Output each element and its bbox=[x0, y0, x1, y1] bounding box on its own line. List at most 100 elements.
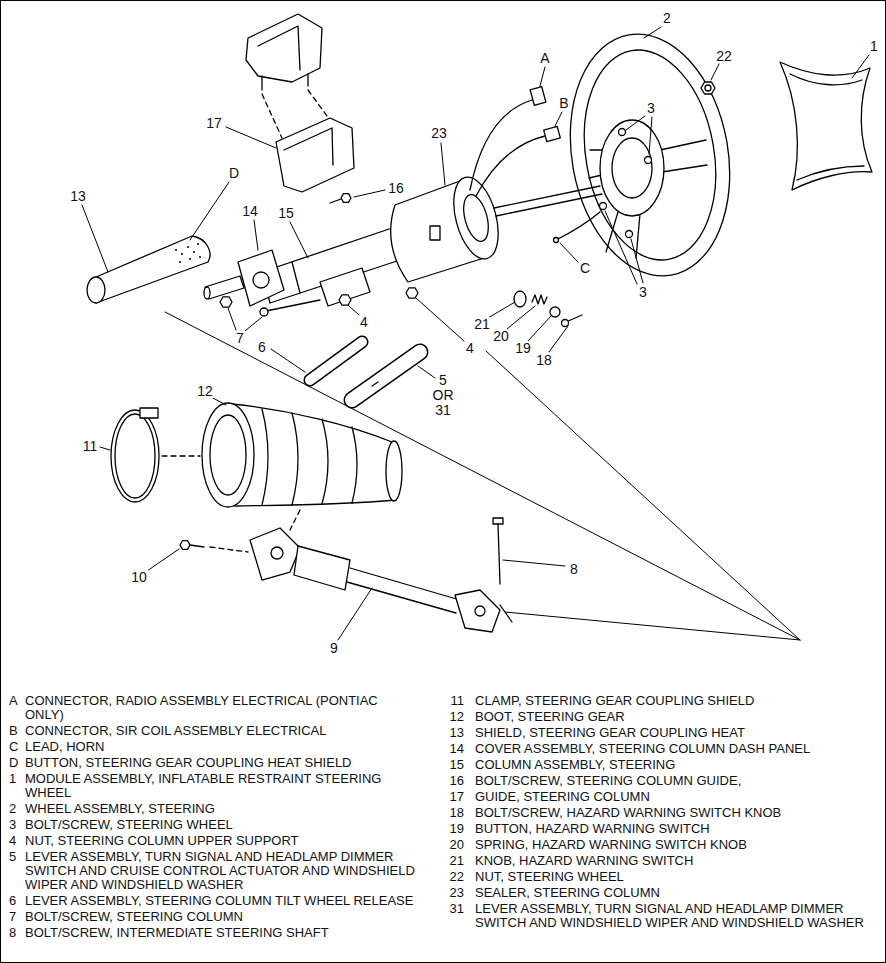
callout-letter: D bbox=[228, 166, 240, 180]
leader-line bbox=[549, 326, 568, 352]
part-description: BUTTON, HAZARD WARNING SWITCH bbox=[475, 822, 870, 836]
part-key: 22 bbox=[440, 870, 464, 884]
column-housing bbox=[391, 172, 507, 282]
parts-list-row: 1MODULE ASSEMBLY, INFLATABLE RESTRAINT S… bbox=[9, 772, 420, 800]
part-description: SPRING, HAZARD WARNING SWITCH KNOB bbox=[475, 838, 870, 852]
lever bbox=[310, 342, 420, 400]
callout-number: 3 bbox=[638, 285, 648, 299]
parts-list-row: 2WHEEL ASSEMBLY, STEERING bbox=[9, 802, 420, 816]
leader-line bbox=[649, 117, 652, 154]
part-description: BOLT/SCREW, INTERMEDIATE STEERING SHAFT bbox=[25, 926, 420, 940]
leader-line bbox=[605, 211, 637, 284]
hazard-switch-parts bbox=[514, 291, 526, 307]
dash-cover bbox=[253, 272, 269, 288]
column-guide bbox=[258, 26, 300, 70]
boot-clamp bbox=[111, 408, 200, 502]
column-bolt bbox=[260, 308, 268, 316]
intermediate-shaft bbox=[250, 528, 300, 580]
steering-gear-boot bbox=[202, 403, 254, 507]
dash-cover bbox=[238, 250, 284, 306]
steering-wheel bbox=[600, 203, 607, 210]
column-guide bbox=[341, 194, 351, 203]
steering-wheel bbox=[626, 231, 633, 238]
steering-gear-boot bbox=[292, 413, 298, 505]
part-description: SEALER, STEERING COLUMN bbox=[475, 886, 870, 900]
hazard-switch-parts bbox=[532, 295, 547, 304]
parts-list-row: 20SPRING, HAZARD WARNING SWITCH KNOB bbox=[440, 838, 870, 852]
callout-letter: C bbox=[579, 261, 591, 275]
part-description: KNOB, HAZARD WARNING SWITCH bbox=[475, 854, 870, 868]
heat-shield bbox=[96, 236, 210, 303]
part-description: LEVER ASSEMBLY, TURN SIGNAL AND HEADLAMP… bbox=[475, 902, 870, 930]
part-key: 13 bbox=[440, 726, 464, 740]
part-key: 4 bbox=[9, 834, 25, 848]
wheel-nut bbox=[701, 82, 715, 94]
lever bbox=[352, 352, 420, 400]
part-description: LEVER ASSEMBLY, STEERING COLUMN TILT WHE… bbox=[25, 894, 420, 908]
part-key: 8 bbox=[9, 926, 25, 940]
part-description: CONNECTOR, SIR COIL ASSEMBLY ELECTRICAL bbox=[25, 724, 420, 738]
parts-list-row: DBUTTON, STEERING GEAR COUPLING HEAT SHI… bbox=[9, 756, 420, 770]
intermediate-shaft bbox=[493, 518, 503, 524]
steering-gear-boot bbox=[202, 403, 402, 507]
parts-list-row: 7BOLT/SCREW, STEERING COLUMN bbox=[9, 910, 420, 924]
callout-number: 10 bbox=[130, 570, 148, 584]
callout-number: 22 bbox=[715, 49, 733, 63]
parts-list-row: 22NUT, STEERING WHEEL bbox=[440, 870, 870, 884]
part-key: B bbox=[9, 724, 25, 738]
column-guide bbox=[307, 74, 308, 86]
part-description: GUIDE, STEERING COLUMN bbox=[475, 790, 870, 804]
steering-column bbox=[292, 262, 300, 293]
leader-line bbox=[254, 220, 258, 250]
part-key: 23 bbox=[440, 886, 464, 900]
leader-line bbox=[354, 190, 385, 197]
callout-number: 13 bbox=[69, 189, 87, 203]
leader-line bbox=[82, 205, 108, 272]
hazard-switch-parts bbox=[514, 291, 582, 327]
heat-shield bbox=[197, 243, 199, 245]
lever bbox=[372, 382, 378, 386]
part-description: NUT, STEERING COLUMN UPPER SUPPORT bbox=[25, 834, 420, 848]
heat-shield bbox=[175, 249, 177, 251]
lever bbox=[352, 352, 420, 400]
column-housing bbox=[446, 172, 506, 263]
shaft-stud bbox=[496, 194, 602, 216]
column-housing bbox=[446, 172, 506, 263]
part-description: LEAD, HORN bbox=[25, 740, 420, 754]
boot-clamp bbox=[111, 410, 159, 502]
leader-line bbox=[213, 398, 226, 405]
part-key: C bbox=[9, 740, 25, 754]
part-key: 14 bbox=[440, 742, 464, 756]
steering-column bbox=[204, 287, 210, 299]
steering-wheel bbox=[619, 129, 626, 136]
callout-number: 21 bbox=[473, 317, 491, 331]
column-guide bbox=[246, 14, 322, 82]
part-key: 6 bbox=[9, 894, 25, 908]
boot-clamp bbox=[162, 455, 200, 456]
parts-list-row: 13 SHIELD, STEERING GEAR COUPLING HEAT bbox=[440, 726, 870, 740]
parts-list-row: 17GUIDE, STEERING COLUMN bbox=[440, 790, 870, 804]
intermediate-shaft bbox=[180, 510, 512, 632]
wire-connector bbox=[470, 87, 560, 196]
part-key: 12 bbox=[440, 710, 464, 724]
callout-number: 20 bbox=[492, 329, 510, 343]
leader-line bbox=[271, 349, 305, 372]
callout-number: 1 bbox=[869, 39, 879, 53]
leader-line bbox=[147, 549, 179, 571]
parts-list-column: 11CLAMP, STEERING GEAR COUPLING SHIELD12… bbox=[440, 694, 870, 932]
part-key: 11 bbox=[440, 694, 464, 708]
intermediate-shaft bbox=[347, 582, 456, 613]
column-guide bbox=[308, 90, 330, 120]
part-description: SHIELD, STEERING GEAR COUPLING HEAT bbox=[475, 726, 870, 740]
leader-line bbox=[852, 55, 869, 78]
parts-list-row: 16BOLT/SCREW, STEERING COLUMN GUIDE, bbox=[440, 774, 870, 788]
part-description: BOLT/SCREW, STEERING WHEEL bbox=[25, 818, 420, 832]
callout-letter: B bbox=[558, 96, 569, 110]
parts-list-row: 31LEVER ASSEMBLY, TURN SIGNAL AND HEADLA… bbox=[440, 902, 870, 930]
heat-shield bbox=[199, 256, 201, 258]
column-housing bbox=[430, 226, 440, 240]
part-description: CONNECTOR, RADIO ASSEMBLY ELECTRICAL (PO… bbox=[25, 694, 420, 722]
hazard-switch-parts bbox=[562, 320, 569, 327]
steering-wheel bbox=[636, 214, 640, 258]
